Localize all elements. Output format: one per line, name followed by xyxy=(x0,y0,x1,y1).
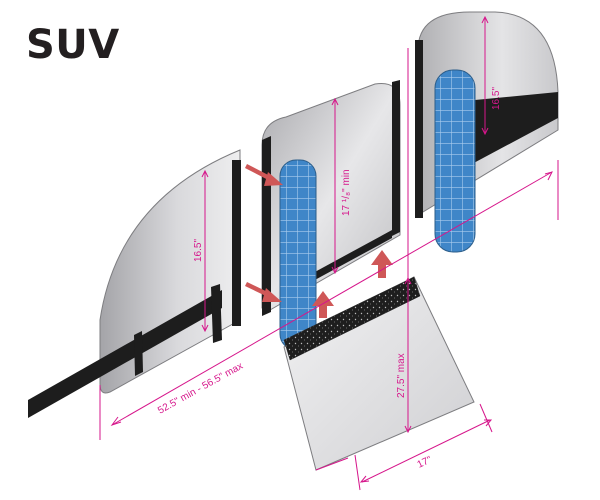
center-height-label: 17 ¹/₈" min xyxy=(341,169,352,216)
floor-foam-edge xyxy=(283,276,421,361)
arrow-floor-left xyxy=(312,291,334,318)
arrow-upper-left xyxy=(245,164,283,186)
center-solar-panel xyxy=(279,159,317,351)
floor-panel xyxy=(283,276,475,471)
right-panel-edge-strip xyxy=(415,40,423,218)
overall-width-label: 52.5" min - 56.5" max xyxy=(156,361,245,417)
right-height-label: 16.5" xyxy=(491,87,502,110)
arrow-lower-left xyxy=(245,282,282,302)
left-panel-edge-strip xyxy=(232,160,241,326)
right-solar-panel xyxy=(434,69,476,253)
left-height-label: 16.5" xyxy=(193,239,204,262)
floor-length-label: 27.5" max xyxy=(396,353,407,398)
dimension-lines xyxy=(99,15,559,491)
left-panel-strap xyxy=(28,284,222,418)
arrow-floor-right xyxy=(371,250,393,278)
center-panel-right-strip xyxy=(392,80,400,236)
right-side-panel xyxy=(415,11,559,253)
floor-width-label: 17" xyxy=(416,454,434,470)
right-panel-strap xyxy=(470,92,558,165)
page-title: SUV xyxy=(26,22,120,68)
attachment-arrows xyxy=(245,164,393,318)
